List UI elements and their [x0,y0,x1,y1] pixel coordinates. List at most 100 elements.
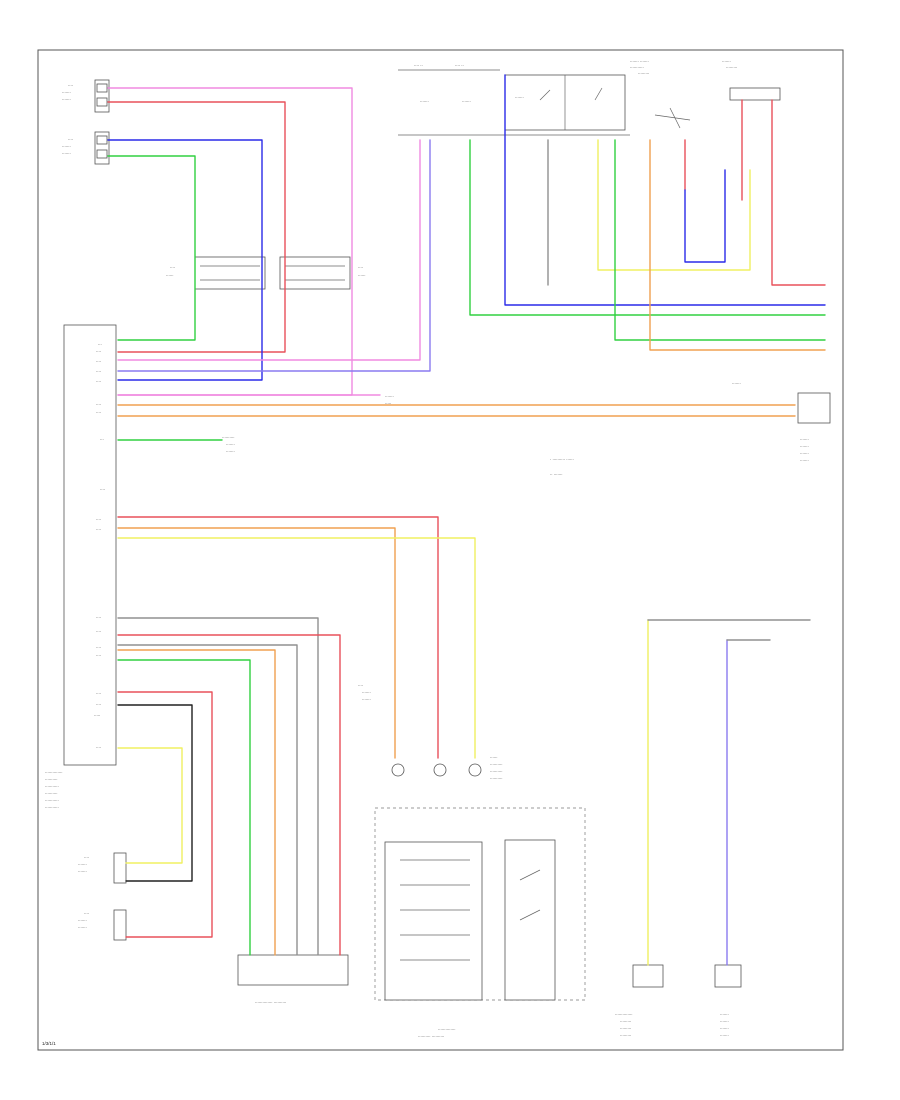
wire-red-18 [117,691,213,938]
svg-text:..............: .............. [615,1011,633,1016]
wire-red-10 [117,516,439,759]
svg-text:..............: .............. [438,1026,456,1031]
wire-orange-16 [117,649,276,956]
svg-text:....... .......: ....... ....... [630,58,649,63]
wire-violet-5 [117,139,431,372]
svg-text:....: .... [96,644,101,649]
svg-text:....: .... [96,516,101,521]
svg-text:....: .... [96,701,101,706]
svg-text:..........: .......... [45,776,58,781]
svg-text:....: .... [68,82,73,87]
svg-text:.......: ....... [800,450,809,455]
svg-text:....: .... [96,348,101,353]
svg-text:......: ...... [490,754,498,759]
svg-text:..........: .......... [490,768,503,773]
clock-spring: ...... .......... .......... .......... … [358,682,503,780]
svg-text:...........: ........... [45,797,59,802]
wire-orange-11 [117,527,396,759]
svg-text:...: ... [100,436,104,441]
svg-text:..........: .......... [490,761,503,766]
svg-text:.............. ..........: .............. .......... [255,999,286,1004]
svg-text:.. .......: .. ....... [550,471,563,476]
wire-green-17 [117,659,251,956]
svg-text:.......: ....... [78,917,87,922]
svg-text:.......: ....... [226,448,235,453]
wire-yellow-12 [117,537,476,759]
svg-text:.......: ....... [385,393,394,398]
svg-text:.......: ....... [720,1032,729,1037]
steering-pad-switch: .............. .......... .......... [374,807,586,1038]
svg-text:.......: ....... [62,143,71,148]
svg-text:.......: ....... [78,924,87,929]
fuse-header: .... .. .... .. ....... ....... ....... [398,62,630,136]
svg-text:...: ... [98,341,102,346]
svg-text:....: .... [68,136,73,141]
svg-text:.........: ......... [726,64,737,69]
svg-text:.........: ......... [638,70,649,75]
diagram-notes: . .......... ...... .. ....... .........… [222,393,574,476]
svg-text:.......: ....... [62,89,71,94]
svg-text:.......: ....... [800,443,809,448]
svg-text:..........: .......... [45,790,58,795]
wire-green-22 [469,139,826,316]
switch-cluster-top-right: ....... ....... ........... ......... ..… [630,58,781,129]
svg-text:....: .... [358,264,363,269]
right-side-connector: ....... ....... ....... ....... ....... [732,380,831,462]
svg-text:....: .... [100,486,105,491]
svg-text:.....: ..... [385,400,391,405]
svg-text:...........: ........... [630,64,644,69]
svg-text:......: ...... [166,272,174,277]
wire-orange-25 [649,139,826,351]
svg-text:.......: ....... [226,441,235,446]
svg-text:.......: ....... [362,689,371,694]
svg-text:.........: ......... [620,1032,631,1037]
svg-text:.......: ....... [420,98,429,103]
svg-text:....: .... [96,378,101,383]
wire-gray-13 [117,617,319,956]
svg-text:. .......... ......: . .......... ...... [550,456,574,461]
wire-green-24 [614,139,826,341]
wire-gray-15 [117,644,298,956]
svg-text:.........: ......... [620,1018,631,1023]
svg-text:.......: ....... [62,150,71,155]
svg-text:......: ...... [358,272,366,277]
svg-text:....: .... [96,401,101,406]
svg-text:.......: ....... [720,1011,729,1016]
svg-text:.......: ....... [362,696,371,701]
svg-text:.......: ....... [78,868,87,873]
stereo-jack-adapter: .............. .......... [237,954,349,1004]
diagram-frame [37,49,844,1051]
wire-green-4 [107,155,196,341]
svg-text:....: .... [96,690,101,695]
svg-text:....: .... [96,652,101,657]
speaker-connector-front-right: .... ....... ....... [62,131,110,165]
svg-text:....: .... [170,264,175,269]
wire-red-29 [771,99,826,286]
svg-text:....: .... [96,614,101,619]
svg-text:.......: ....... [62,96,71,101]
svg-text:.......: ....... [720,1018,729,1023]
speaker-connector-front-left: .... ....... ....... [62,79,110,113]
footer-code: 1/3/1/1 [42,1041,56,1046]
svg-text:....: .... [358,682,363,687]
wire-red-14 [117,634,341,956]
svg-text:.......: ....... [462,98,471,103]
svg-text:.......... ..........: .......... .......... [418,1033,444,1038]
svg-text:....: .... [84,910,89,915]
svg-text:.... ..: .... .. [414,62,423,67]
svg-text:.... ..: .... .. [455,62,464,67]
svg-text:.........: ......... [620,1025,631,1030]
wire-pink-1 [107,87,353,396]
svg-text:....: .... [96,628,101,633]
junction-connector-1: .... ...... [166,256,266,290]
wire-red-2 [107,101,286,353]
wire-harness [107,74,826,966]
speaker-rear-left: .... ....... ....... [78,852,127,884]
wire-blue-21 [504,74,826,306]
svg-text:.......: ....... [78,861,87,866]
control-module: ... .... .... .... .... .... .... ... ..… [45,324,117,809]
speaker-rear-right: .... ....... ....... [78,909,127,941]
svg-text:.......: ....... [722,58,731,63]
svg-text:....: .... [96,526,101,531]
